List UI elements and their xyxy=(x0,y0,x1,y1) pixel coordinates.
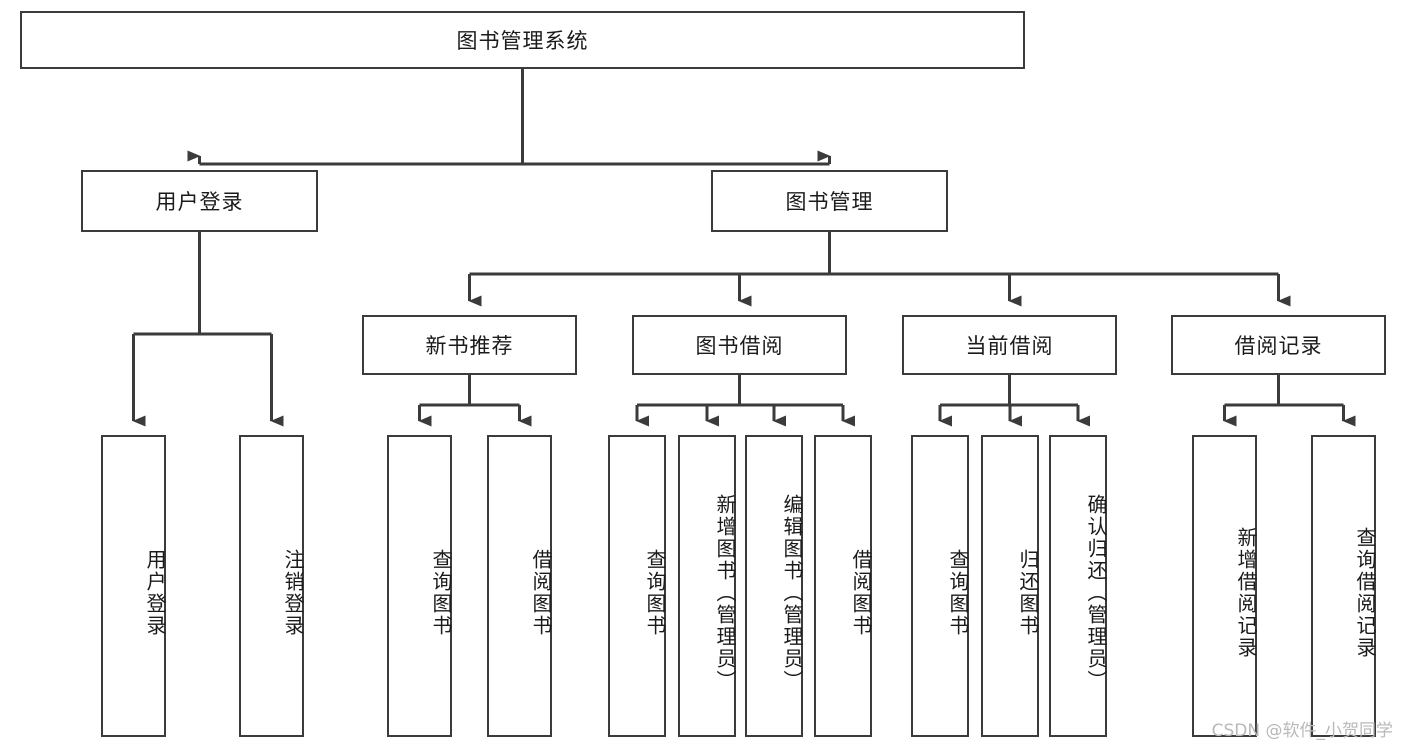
node-leaf-user-logout-label: 注销登录 xyxy=(281,549,303,637)
node-leaf-confirm-return-admin-label: 确认归还（管理员） xyxy=(1084,494,1106,692)
node-leaf-borrow-book-2[interactable]: 借阅图书 xyxy=(814,435,872,737)
node-user-login[interactable]: 用户登录 xyxy=(81,170,318,232)
node-leaf-query-book-3[interactable]: 查询图书 xyxy=(911,435,969,737)
node-user-login-label: 用户登录 xyxy=(155,191,244,214)
node-book-borrow-label: 图书借阅 xyxy=(695,335,784,358)
node-leaf-query-borrow-record[interactable]: 查询借阅记录 xyxy=(1311,435,1376,737)
node-new-book-rec[interactable]: 新书推荐 xyxy=(362,315,577,375)
node-leaf-confirm-return-admin[interactable]: 确认归还（管理员） xyxy=(1049,435,1107,737)
node-leaf-query-book-2[interactable]: 查询图书 xyxy=(608,435,666,737)
node-leaf-query-borrow-record-label: 查询借阅记录 xyxy=(1353,527,1375,659)
node-leaf-add-book-admin-label: 新增图书（管理员） xyxy=(713,494,735,692)
node-leaf-return-book[interactable]: 归还图书 xyxy=(981,435,1039,737)
node-new-book-rec-label: 新书推荐 xyxy=(425,335,514,358)
node-current-borrow[interactable]: 当前借阅 xyxy=(902,315,1117,375)
node-leaf-borrow-book-1-label: 借阅图书 xyxy=(529,549,551,637)
node-leaf-add-borrow-record-label: 新增借阅记录 xyxy=(1234,527,1256,659)
node-leaf-query-book-2-label: 查询图书 xyxy=(643,549,665,637)
node-book-borrow[interactable]: 图书借阅 xyxy=(632,315,847,375)
node-root[interactable]: 图书管理系统 xyxy=(20,11,1025,69)
node-leaf-borrow-book-1[interactable]: 借阅图书 xyxy=(487,435,552,737)
node-current-borrow-label: 当前借阅 xyxy=(965,335,1054,358)
node-leaf-edit-book-admin[interactable]: 编辑图书（管理员） xyxy=(745,435,803,737)
node-borrow-record-label: 借阅记录 xyxy=(1234,335,1323,358)
node-leaf-user-login-label: 用户登录 xyxy=(143,549,165,637)
node-leaf-add-book-admin[interactable]: 新增图书（管理员） xyxy=(678,435,736,737)
node-leaf-user-logout[interactable]: 注销登录 xyxy=(239,435,304,737)
node-book-manage[interactable]: 图书管理 xyxy=(711,170,948,232)
node-borrow-record[interactable]: 借阅记录 xyxy=(1171,315,1386,375)
node-leaf-add-borrow-record[interactable]: 新增借阅记录 xyxy=(1192,435,1257,737)
node-leaf-borrow-book-2-label: 借阅图书 xyxy=(849,549,871,637)
watermark: CSDN @软件_小贺同学 xyxy=(1211,721,1393,741)
node-leaf-query-book-3-label: 查询图书 xyxy=(946,549,968,637)
node-book-manage-label: 图书管理 xyxy=(785,191,874,214)
node-leaf-query-book-1-label: 查询图书 xyxy=(429,549,451,637)
node-leaf-edit-book-admin-label: 编辑图书（管理员） xyxy=(780,494,802,692)
node-leaf-user-login[interactable]: 用户登录 xyxy=(101,435,166,737)
node-root-label: 图书管理系统 xyxy=(456,30,589,53)
node-leaf-query-book-1[interactable]: 查询图书 xyxy=(387,435,452,737)
node-leaf-return-book-label: 归还图书 xyxy=(1016,549,1038,637)
